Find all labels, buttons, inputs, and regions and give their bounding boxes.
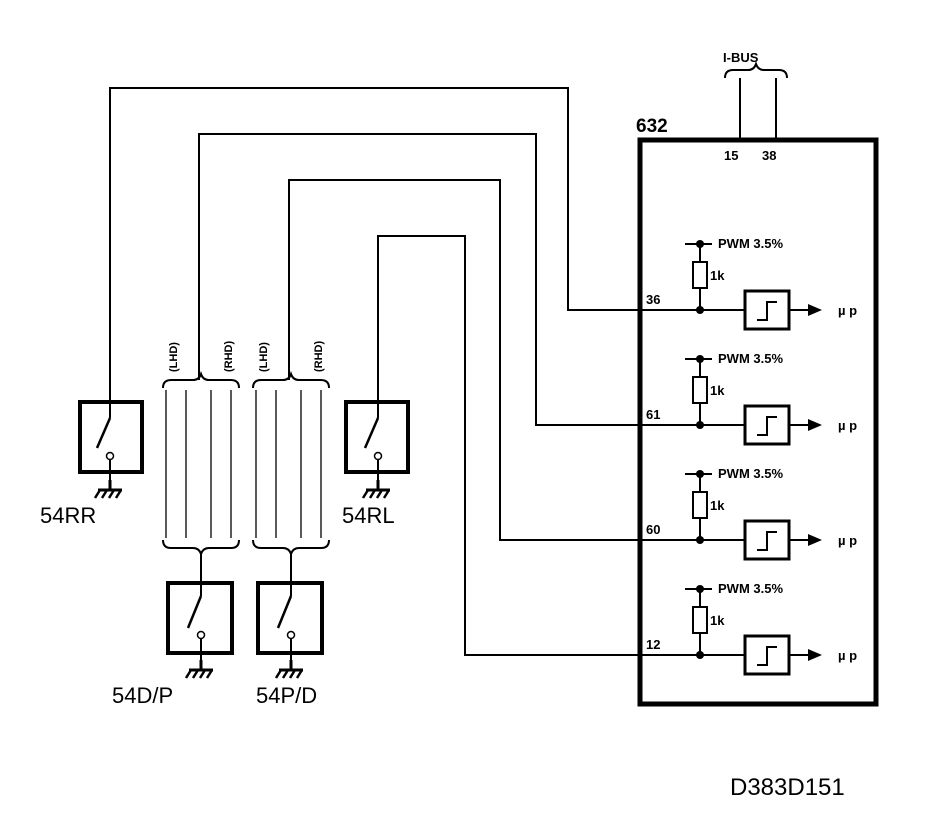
resistor xyxy=(692,261,708,289)
wire-left-harness-61 xyxy=(198,133,700,426)
ground-icon xyxy=(93,478,124,500)
harness-right: (LHD) (RHD) xyxy=(252,341,330,585)
harness-left: (LHD) (RHD) xyxy=(162,341,240,585)
ground-icon xyxy=(361,478,392,500)
switch-label: 54RL xyxy=(342,503,395,528)
harness-right-rhd: (RHD) xyxy=(313,341,325,372)
drawing-code: D383D151 xyxy=(730,774,845,801)
channel-12: PWM 3.5% 1k µ p 12 xyxy=(646,581,857,676)
ibus: I-BUS 15 38 xyxy=(723,50,788,163)
pwm-label: PWM 3.5% xyxy=(718,466,783,481)
wire-rl-12 xyxy=(377,235,700,656)
switch-label: 54RR xyxy=(40,503,96,528)
output-label: µ p xyxy=(838,418,857,433)
ground-icon xyxy=(274,658,305,680)
output-label: µ p xyxy=(838,648,857,663)
ibus-pin-15: 15 xyxy=(724,148,738,163)
switch-contact xyxy=(186,595,203,629)
module-box xyxy=(637,137,879,707)
pwm-label: PWM 3.5% xyxy=(718,236,783,251)
switch-54rr: 54RR xyxy=(40,390,144,528)
module-632: 632 xyxy=(636,116,879,707)
ibus-pin-38: 38 xyxy=(762,148,776,163)
module-id: 632 xyxy=(636,116,668,137)
ibus-label: I-BUS xyxy=(723,50,759,65)
switch-label: 54D/P xyxy=(112,683,173,708)
channel-61: PWM 3.5% 1k µ p 61 xyxy=(646,351,857,446)
harness-right-lhd: (LHD) xyxy=(258,342,270,372)
pwm-label: PWM 3.5% xyxy=(718,351,783,366)
output-label: µ p xyxy=(838,303,857,318)
ground-icon xyxy=(184,658,215,680)
ibus-brace xyxy=(724,60,788,79)
switch-label: 54P/D xyxy=(256,683,317,708)
channel-60: PWM 3.5% 1k µ p 60 xyxy=(646,466,857,561)
switch-contact xyxy=(363,417,380,449)
resistor-label: 1k xyxy=(710,613,725,628)
switch-54rl: 54RL xyxy=(342,390,410,528)
resistor-label: 1k xyxy=(710,268,725,283)
harness-left-rhd: (RHD) xyxy=(223,341,235,372)
resistor-label: 1k xyxy=(710,383,725,398)
pin-label: 60 xyxy=(646,522,660,537)
output-label: µ p xyxy=(838,533,857,548)
switch-54dp: 54D/P xyxy=(112,581,234,708)
wire-right-harness-60 xyxy=(288,179,700,541)
pin-label: 36 xyxy=(646,292,660,307)
harness-left-lhd: (LHD) xyxy=(168,342,180,372)
wires xyxy=(109,87,700,656)
resistor xyxy=(692,376,708,404)
resistor xyxy=(692,491,708,519)
switch-54pd: 54P/D xyxy=(256,581,324,708)
pin-label: 12 xyxy=(646,637,660,652)
switch-contact xyxy=(95,417,112,449)
pin-label: 61 xyxy=(646,407,660,422)
switch-contact xyxy=(276,595,293,629)
pwm-label: PWM 3.5% xyxy=(718,581,783,596)
wire-rr-36 xyxy=(109,87,700,400)
channel-36: PWM 3.5% 1k µ p 36 xyxy=(646,236,857,331)
resistor-label: 1k xyxy=(710,498,725,513)
resistor xyxy=(692,606,708,634)
